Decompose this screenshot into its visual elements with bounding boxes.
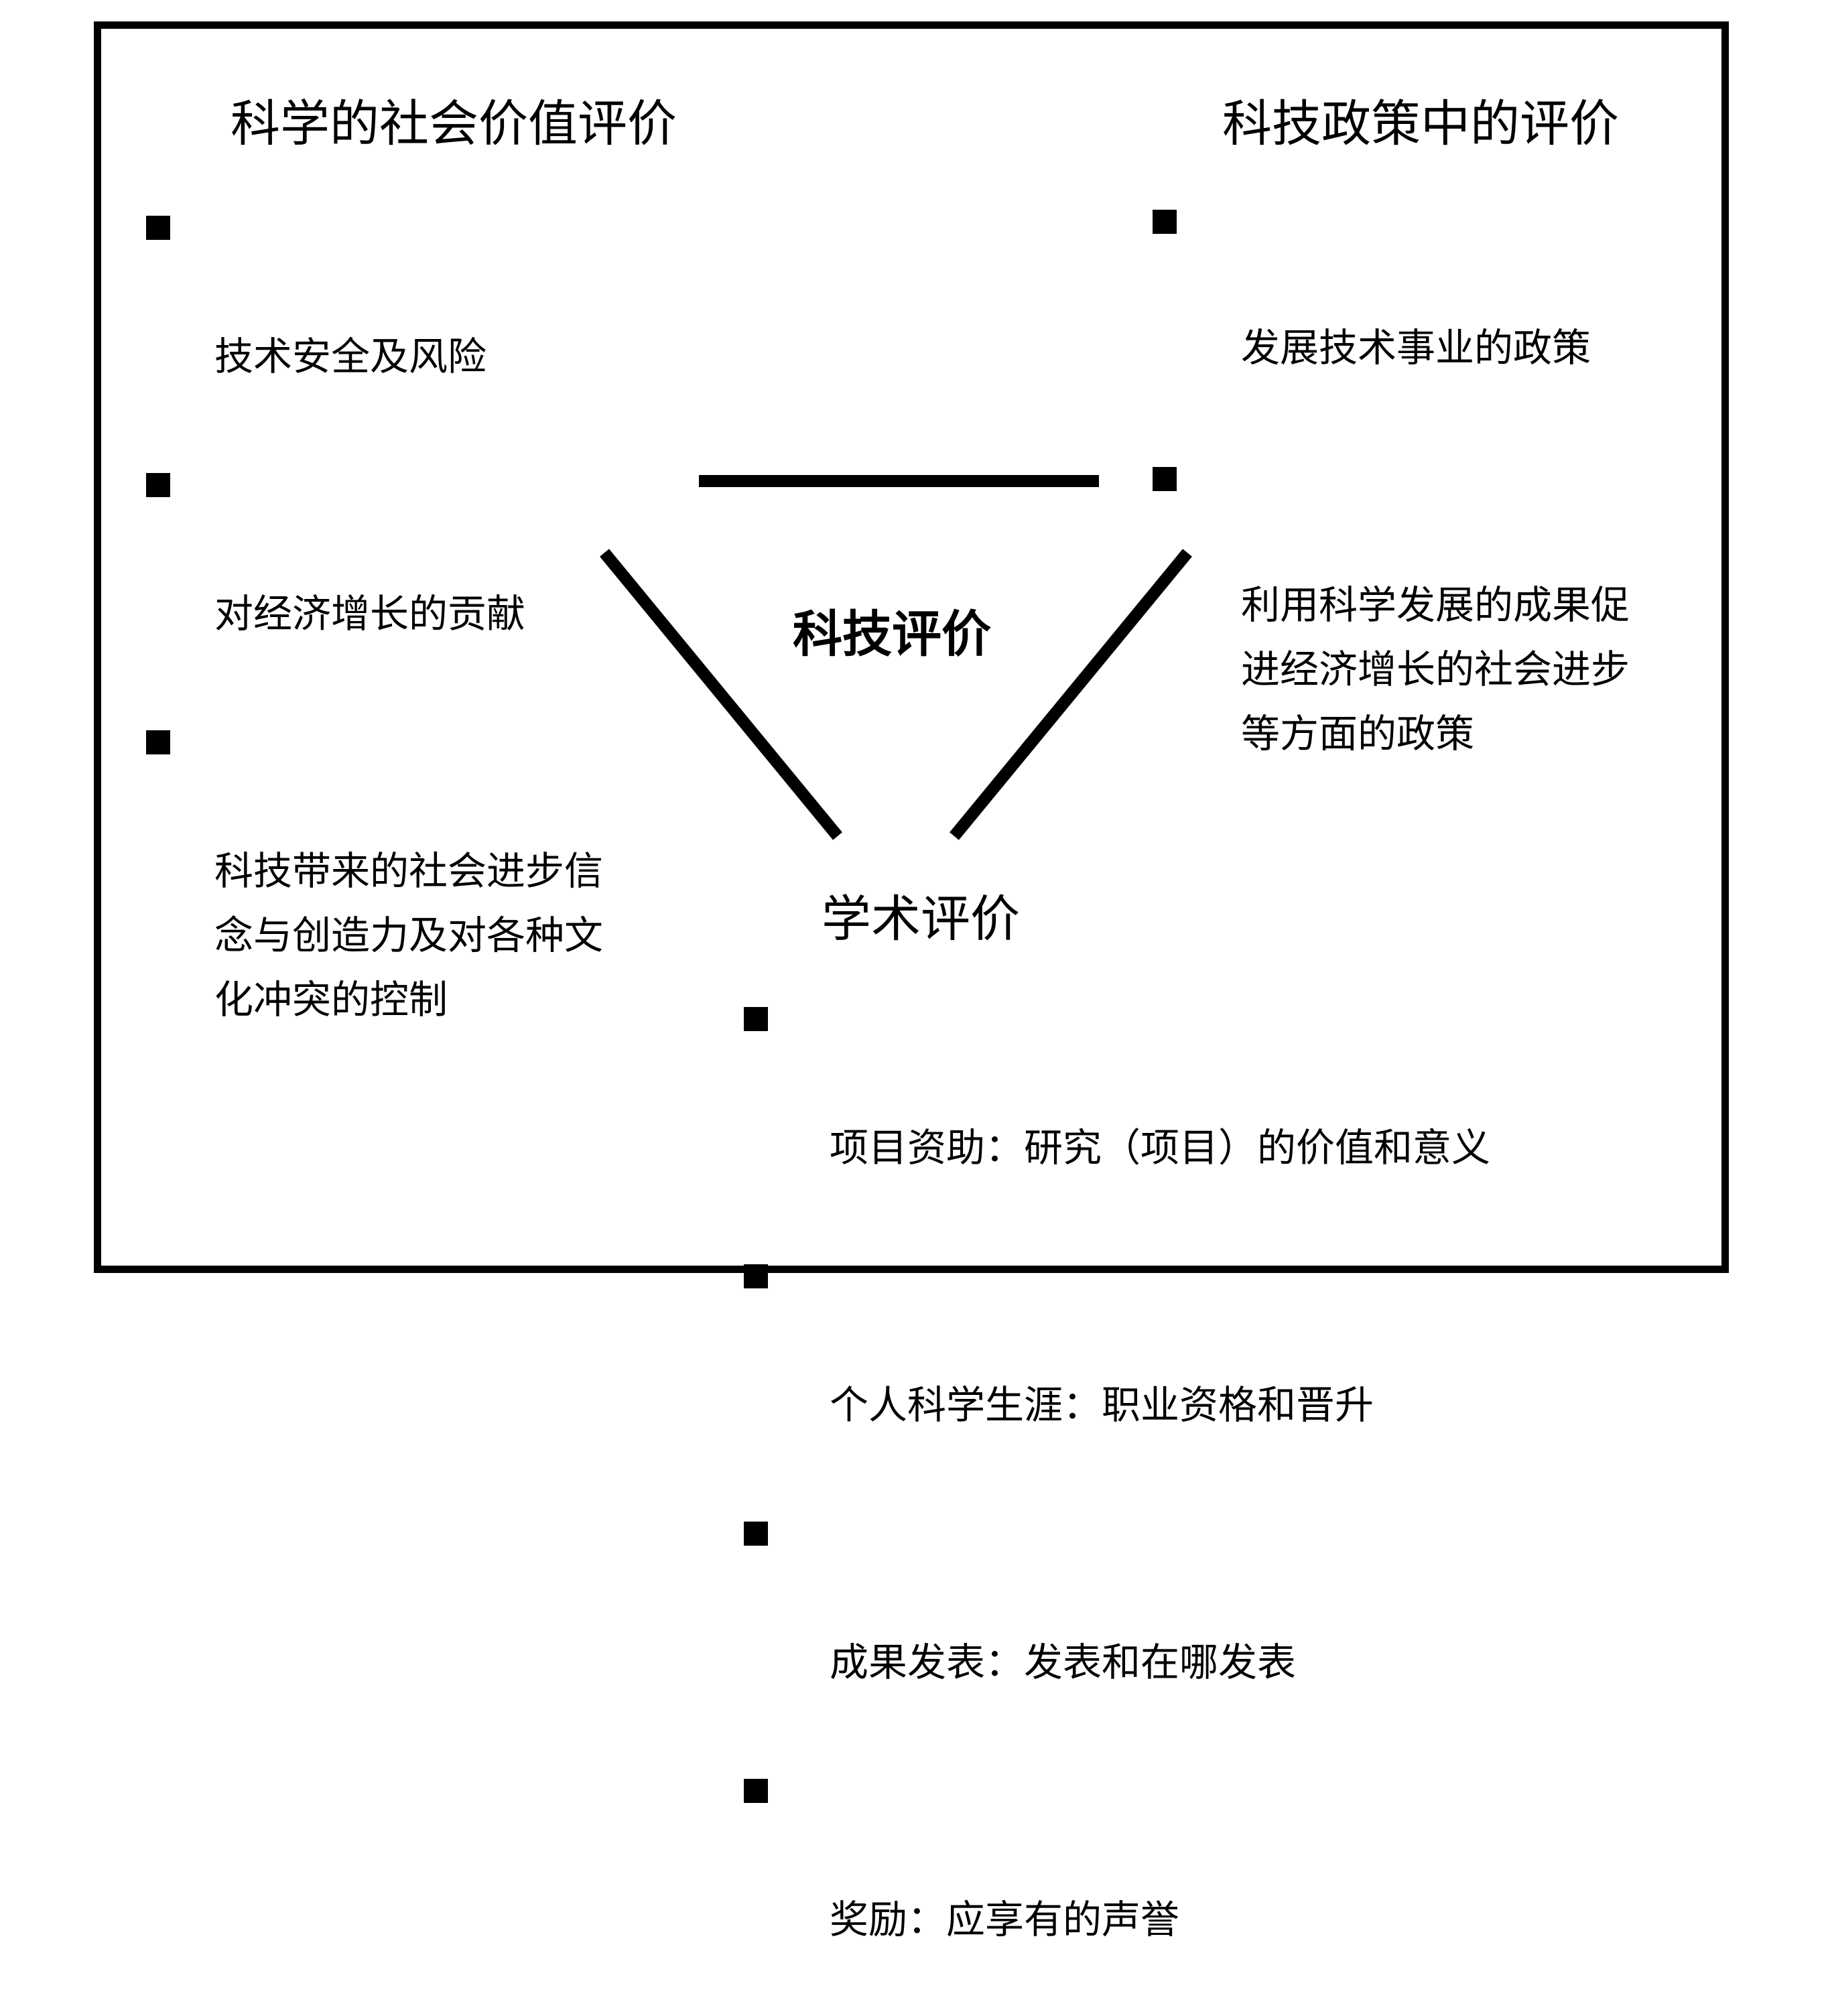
social-value-item-text: 对经济增长的贡献 (214, 591, 526, 636)
connector-right (950, 549, 1192, 840)
policy-list: 发展技术事业的政策 利用科学发展的成果促 进经济增长的社会进步 等方面的政策 (1153, 187, 1662, 830)
bullet-square-icon (744, 1264, 768, 1288)
academic-item-text: 成果发表：发表和在哪发表 (830, 1639, 1297, 1685)
social-value-item: 技术安全及风险 (146, 196, 655, 453)
academic-item: 成果发表：发表和在哪发表 (744, 1501, 1615, 1759)
social-value-item: 对经济增长的贡献 (146, 453, 655, 710)
policy-item: 利用科学发展的成果促 进经济增长的社会进步 等方面的政策 (1153, 444, 1662, 830)
bullet-square-icon (1153, 467, 1177, 491)
bullet-square-icon (146, 473, 170, 497)
triangle-connectors (600, 475, 1192, 840)
social-value-item-text: 科技带来的社会进步信 念与创造力及对各种文 化冲突的控制 (214, 848, 604, 1022)
policy-item-text: 利用科学发展的成果促 进经济增长的社会进步 等方面的政策 (1241, 582, 1630, 756)
academic-item-text: 奖励：应享有的声誉 (830, 1897, 1180, 1942)
bullet-square-icon (146, 216, 170, 240)
policy-title: 科技政策中的评价 (1222, 95, 1619, 153)
policy-item-text: 发展技术事业的政策 (1241, 325, 1591, 371)
social-value-item-text: 技术安全及风险 (214, 334, 487, 379)
bullet-square-icon (744, 1522, 768, 1546)
social-value-title: 科学的社会价值评价 (231, 95, 677, 153)
academic-list: 项目资助：研究（项目）的价值和意义 个人科学生涯：职业资格和晋升 成果发表：发表… (744, 987, 1615, 2016)
bullet-square-icon (146, 730, 170, 754)
academic-item-text: 项目资助：研究（项目）的价值和意义 (830, 1125, 1491, 1170)
diagram-frame (94, 21, 1729, 1273)
academic-item: 项目资助：研究（项目）的价值和意义 (744, 987, 1615, 1244)
connector-left (600, 549, 842, 840)
bullet-square-icon (744, 1779, 768, 1803)
social-value-list: 技术安全及风险 对经济增长的贡献 科技带来的社会进步信 念与创造力及对各种文 化… (146, 196, 655, 1096)
academic-item-text: 个人科学生涯：职业资格和晋升 (830, 1382, 1374, 1428)
bullet-square-icon (1153, 210, 1177, 234)
social-value-item: 科技带来的社会进步信 念与创造力及对各种文 化冲突的控制 (146, 710, 655, 1096)
academic-item: 个人科学生涯：职业资格和晋升 (744, 1244, 1615, 1501)
bullet-square-icon (744, 1007, 768, 1031)
center-title: 科技评价 (793, 606, 991, 663)
academic-title: 学术评价 (822, 890, 1020, 948)
policy-item: 发展技术事业的政策 (1153, 187, 1662, 444)
academic-item: 奖励：应享有的声誉 (744, 1759, 1615, 2016)
